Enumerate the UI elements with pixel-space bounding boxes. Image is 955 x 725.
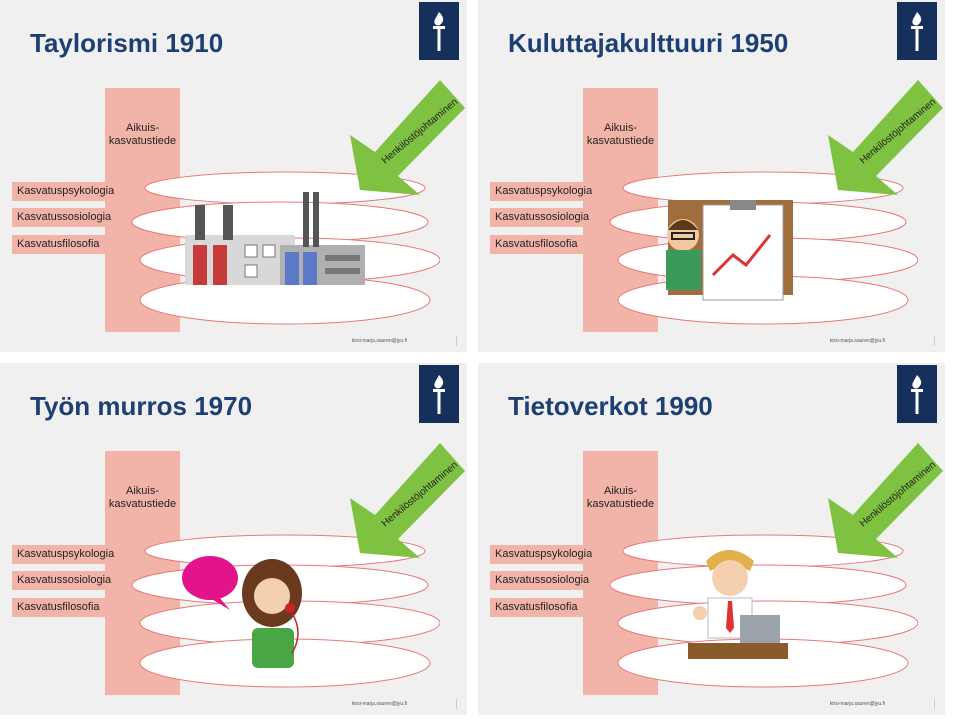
cloud-group [131,534,440,688]
phone-woman-illustration [182,556,302,668]
slide-tyon-murros: Työn murros 1970 Aikuis- kasvatustiede K… [0,363,467,715]
presenter-chart-illustration [666,200,793,301]
bar-kasvatusfilosofia: Kasvatusfilosofia [12,598,180,617]
bar-kasvatusfilosofia: Kasvatusfilosofia [490,235,658,254]
green-arrow-icon [828,443,943,558]
slide-title: Tietoverkot 1990 [508,391,713,421]
slide-kuluttajakulttuuri: Kuluttajakulttuuri 1950 Aikuis- kasvatus… [478,0,945,352]
pillar-label: Aikuis- kasvatustiede [586,485,655,510]
footer-email: kirsi-marja.sauren@jyu.fi [829,338,885,344]
pillar-label: Aikuis- kasvatustiede [108,485,177,510]
university-torch-logo-icon [897,2,937,60]
bar-kasvatuspsykologia: Kasvatuspsykologia [12,182,180,201]
bar-kasvatuspsykologia: Kasvatuspsykologia [490,545,658,564]
laptop-man-illustration [688,550,788,659]
footer-divider [934,336,935,346]
pillar-label: Aikuis- kasvatustiede [586,122,655,147]
footer-divider [456,336,457,346]
footer-email: kirsi-marja.sauren@jyu.fi [829,701,885,707]
bar-kasvatusfilosofia: Kasvatusfilosofia [12,235,180,254]
slide-title: Kuluttajakulttuuri 1950 [508,28,789,58]
green-arrow-icon [350,443,465,558]
footer-divider [934,699,935,709]
footer-email: kirsi-marja.sauren@jyu.fi [351,338,407,344]
pillar-label: Aikuis- kasvatustiede [108,122,177,147]
slide-taylorismi: Taylorismi 1910 Aikuis- kasvatustiede Ka… [0,0,467,352]
slide-title: Taylorismi 1910 [30,28,224,58]
factory-illustration [185,192,365,285]
green-arrow-icon [350,80,465,195]
bar-kasvatuspsykologia: Kasvatuspsykologia [12,545,180,564]
slide-tietoverkot: Tietoverkot 1990 Aikuis- kasvatustiede K… [478,363,945,715]
bar-kasvatusfilosofia: Kasvatusfilosofia [490,598,658,617]
university-torch-logo-icon [897,365,937,423]
bar-kasvatuspsykologia: Kasvatuspsykologia [490,182,658,201]
university-torch-logo-icon [419,365,459,423]
university-torch-logo-icon [419,2,459,60]
green-arrow-icon [828,80,943,195]
footer-divider [456,699,457,709]
slide-title: Työn murros 1970 [30,391,253,421]
footer-email: kirsi-marja.sauren@jyu.fi [351,701,407,707]
